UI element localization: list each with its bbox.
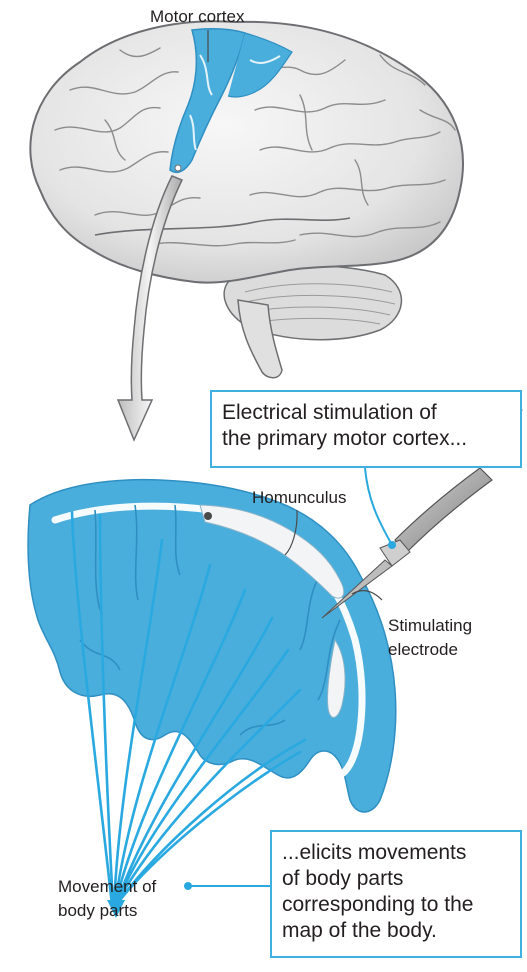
stimulation-callout: Electrical stimulation of the primary mo… [210,390,522,468]
stimulation-callout-line2: the primary motor cortex... [222,426,510,452]
movement-label-line1: Movement of [58,876,156,897]
electrode-connector-dot-icon [388,541,396,549]
motor-cortex-label: Motor cortex [150,6,244,27]
stimulating-electrode-label-line1: Stimulating [388,615,472,636]
movement-callout-line3: corresponding to the [282,892,510,918]
movement-callout-line2: of body parts [282,866,510,892]
movement-callout-line1: ...elicits movements [282,840,510,866]
brain-illustration [30,21,463,378]
connector-dot-icon [184,882,192,890]
movement-callout-line4: map of the body. [282,918,510,944]
stimulation-callout-line1: Electrical stimulation of [222,400,510,426]
stimulating-electrode-label-line2: electrode [388,639,458,660]
top-callout-connector [365,468,392,545]
homunculus-label: Homunculus [252,487,347,508]
movement-label-line2: body parts [58,900,137,921]
movement-callout: ...elicits movements of body parts corre… [270,830,522,958]
